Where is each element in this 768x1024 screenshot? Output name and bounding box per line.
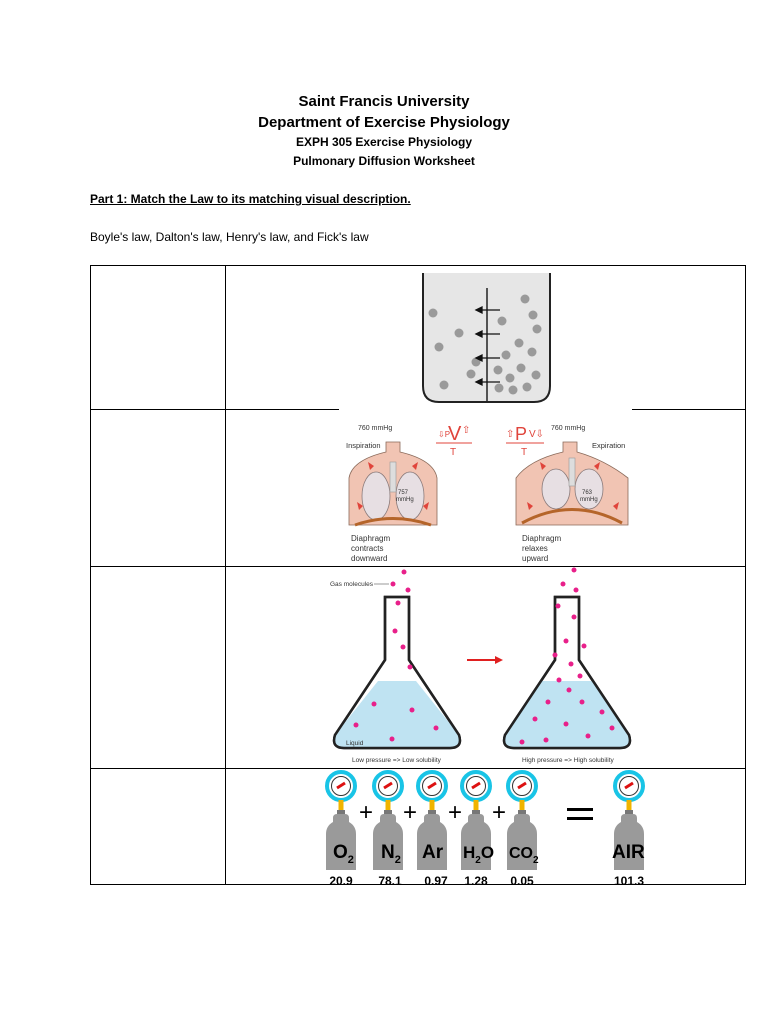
svg-text:V: V — [448, 423, 462, 445]
solubility-flask-figure — [320, 567, 650, 767]
high-pressure-caption: High pressure => High solubility — [522, 757, 615, 764]
co2-tank — [506, 770, 538, 870]
answer-cell-3[interactable] — [92, 568, 224, 767]
plus-sign-2: + — [403, 799, 417, 826]
department-title: Department of Exercise Physiology — [258, 114, 510, 131]
left-atm-pressure: 760 mmHg — [358, 425, 392, 432]
left-diaphragm-2: contracts — [351, 544, 383, 553]
o2-tank — [325, 770, 357, 870]
breathing-figure: ⇩P V ⇧ T ⇧ P V⇩ T — [339, 406, 632, 564]
plus-sign-3: + — [448, 799, 462, 826]
o2-label: O2 — [333, 842, 354, 866]
plus-sign-4: + — [492, 799, 506, 826]
answer-cell-2[interactable] — [92, 411, 224, 565]
right-lung-pressure-value: 763 — [582, 490, 593, 496]
plus-sign-1: + — [359, 799, 373, 826]
svg-text:T: T — [450, 447, 456, 458]
inspiration-label: Inspiration — [346, 441, 381, 450]
co2-label: CO2 — [509, 845, 539, 866]
course-title: EXPH 305 Exercise Physiology — [295, 135, 473, 149]
university-title: Saint Francis University — [298, 93, 470, 110]
n2-value: 78.1 — [378, 874, 402, 888]
law-options: Boyle's law, Dalton's law, Henry's law, … — [90, 230, 369, 244]
n2-label: N2 — [381, 842, 401, 866]
h2o-value: 1.28 — [464, 874, 488, 888]
svg-text:⇧: ⇧ — [462, 425, 470, 436]
right-diaphragm-3: upward — [522, 554, 548, 563]
left-lung-pressure-value: 757 — [398, 490, 409, 496]
liquid-label: Liquid — [346, 740, 364, 747]
left-lung-pressure-unit: mmHg — [396, 497, 414, 503]
left-diaphragm-1: Diaphragm — [351, 534, 390, 543]
part1-instruction: Part 1: Match the Law to its matching vi… — [90, 192, 411, 206]
left-diaphragm-3: downward — [351, 554, 387, 563]
svg-text:P: P — [515, 424, 527, 444]
expiration-label: Expiration — [592, 441, 625, 450]
worksheet-title: Pulmonary Diffusion Worksheet — [293, 154, 475, 168]
ar-tank — [416, 770, 448, 870]
n2-tank — [372, 770, 404, 870]
right-atm-pressure: 760 mmHg — [551, 425, 585, 432]
answer-cell-1[interactable] — [92, 267, 224, 408]
svg-text:T: T — [521, 447, 527, 458]
svg-text:⇧: ⇧ — [506, 429, 514, 440]
ar-value: 0.97 — [424, 874, 448, 888]
h2o-label: H2O — [463, 843, 494, 866]
partial-pressure-tanks-figure: + + + + — [325, 770, 645, 870]
ar-label: Ar — [422, 842, 444, 863]
low-pressure-caption: Low pressure => Low solubility — [352, 757, 442, 764]
o2-value: 20.9 — [329, 874, 353, 888]
svg-text:⇩P: ⇩P — [438, 430, 450, 439]
right-diaphragm-2: relaxes — [522, 544, 548, 553]
air-value: 101.3 — [614, 874, 644, 888]
equals-sign — [567, 808, 593, 820]
svg-text:V⇩: V⇩ — [529, 429, 544, 440]
diffusion-beaker-figure — [422, 273, 551, 403]
h2o-tank — [460, 770, 492, 870]
right-lung-pressure-unit: mmHg — [580, 497, 598, 503]
gas-molecules-label: Gas molecules — [330, 581, 374, 588]
air-tank — [613, 770, 645, 870]
right-diaphragm-1: Diaphragm — [522, 534, 561, 543]
co2-value: 0.05 — [510, 874, 534, 888]
air-label: AIR — [612, 842, 645, 863]
answer-cell-4[interactable] — [92, 770, 224, 883]
